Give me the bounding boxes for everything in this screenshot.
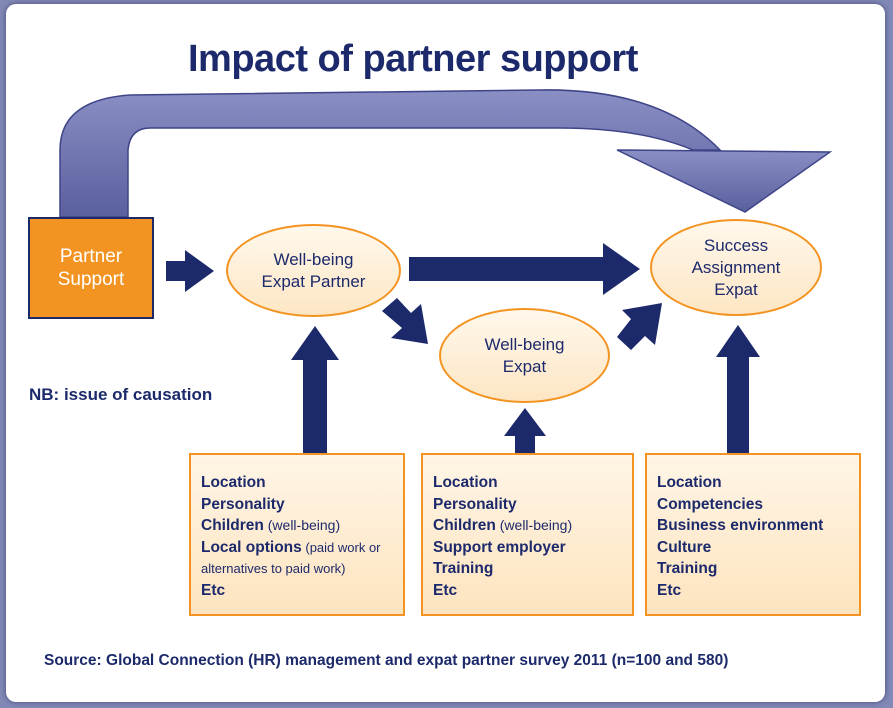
factor-row: Etc: [433, 580, 632, 602]
partner-support-line-2: Support: [57, 269, 125, 290]
factor-row: Etc: [201, 580, 403, 602]
factor-row: Children (well-being): [433, 515, 632, 537]
success-node: Success Assignment Expat: [650, 219, 822, 316]
factor-row: Culture: [657, 537, 859, 559]
arrow-partner-to-wellbeing-partner: [166, 250, 214, 292]
success-line-1: Success: [703, 235, 769, 255]
big-curved-arrowhead: [616, 149, 833, 213]
wellbeing-partner-line-2: Expat Partner: [261, 271, 366, 291]
factor-row: Business environment: [657, 515, 859, 537]
factor-text: Culture: [657, 538, 712, 556]
factor-row: Location: [657, 472, 859, 494]
wellbeing-expat-node: Well-being Expat: [439, 308, 610, 403]
source-caption: Source: Global Connection (HR) managemen…: [44, 652, 729, 669]
wellbeing-partner-line-1: Well-being: [273, 249, 354, 269]
factor-text: Business environment: [657, 517, 824, 535]
factor-note: alternatives to paid work): [201, 561, 346, 577]
factor-text: Etc: [433, 581, 458, 599]
factor-row: Support employer: [433, 537, 632, 559]
factor-text: Local options: [201, 538, 302, 556]
factor-row: Etc: [657, 580, 859, 602]
arrow-box3-up: [716, 325, 760, 453]
partner-support-line-1: Partner: [59, 246, 123, 267]
factor-box-partner: Location Personality Children (well-bein…: [189, 453, 405, 616]
arrow-box2-up: [504, 408, 546, 453]
factor-box-success: Location Competencies Business environme…: [645, 453, 861, 616]
arrow-wellbeing-expat-to-success: [617, 303, 662, 350]
factor-row: Location: [433, 472, 632, 494]
arrow-wellbeing-partner-to-wellbeing-expat: [382, 298, 428, 344]
factor-text: Children: [433, 517, 496, 535]
success-line-2: Assignment: [691, 257, 781, 277]
factor-text: Support employer: [433, 538, 566, 556]
factor-text: Training: [657, 560, 718, 578]
factor-text: Children: [201, 517, 264, 535]
factor-note: (well-being): [263, 517, 341, 534]
factor-text: Etc: [657, 581, 682, 599]
factor-text: Etc: [201, 581, 226, 599]
big-curved-arrow: [59, 89, 722, 218]
factor-row: Competencies: [657, 494, 859, 516]
factor-row: alternatives to paid work): [201, 558, 403, 580]
factor-row: Location: [201, 472, 403, 494]
factor-text: Training: [433, 560, 494, 578]
factor-box-expat: Location Personality Children (well-bein…: [421, 453, 634, 616]
factor-row: Children (well-being): [201, 515, 403, 537]
factor-text: Location: [657, 474, 722, 491]
wellbeing-expat-line-2: Expat: [502, 356, 547, 376]
arrow-box1-up: [291, 326, 339, 453]
wellbeing-partner-node: Well-being Expat Partner: [226, 224, 401, 317]
factor-note: (paid work or: [301, 539, 381, 555]
factor-text: Location: [433, 474, 498, 491]
partner-support-box: Partner Support: [28, 217, 154, 319]
factor-row: Training: [433, 558, 632, 580]
factor-text: Personality: [433, 495, 517, 513]
wellbeing-expat-line-1: Well-being: [484, 334, 565, 354]
factor-row: Personality: [433, 494, 632, 516]
factor-text: Personality: [201, 495, 285, 513]
factor-note: (well-being): [495, 517, 573, 534]
factor-text: Competencies: [657, 495, 763, 513]
success-line-3: Expat: [714, 279, 758, 299]
factor-row: Training: [657, 558, 859, 580]
diagram-title: Impact of partner support: [188, 38, 638, 80]
arrow-wellbeing-partner-to-success: [409, 243, 640, 295]
factor-text: Location: [201, 474, 266, 491]
factor-row: Local options (paid work or: [201, 537, 403, 559]
causation-note: NB: issue of causation: [29, 385, 213, 404]
factor-row: Personality: [201, 494, 403, 516]
